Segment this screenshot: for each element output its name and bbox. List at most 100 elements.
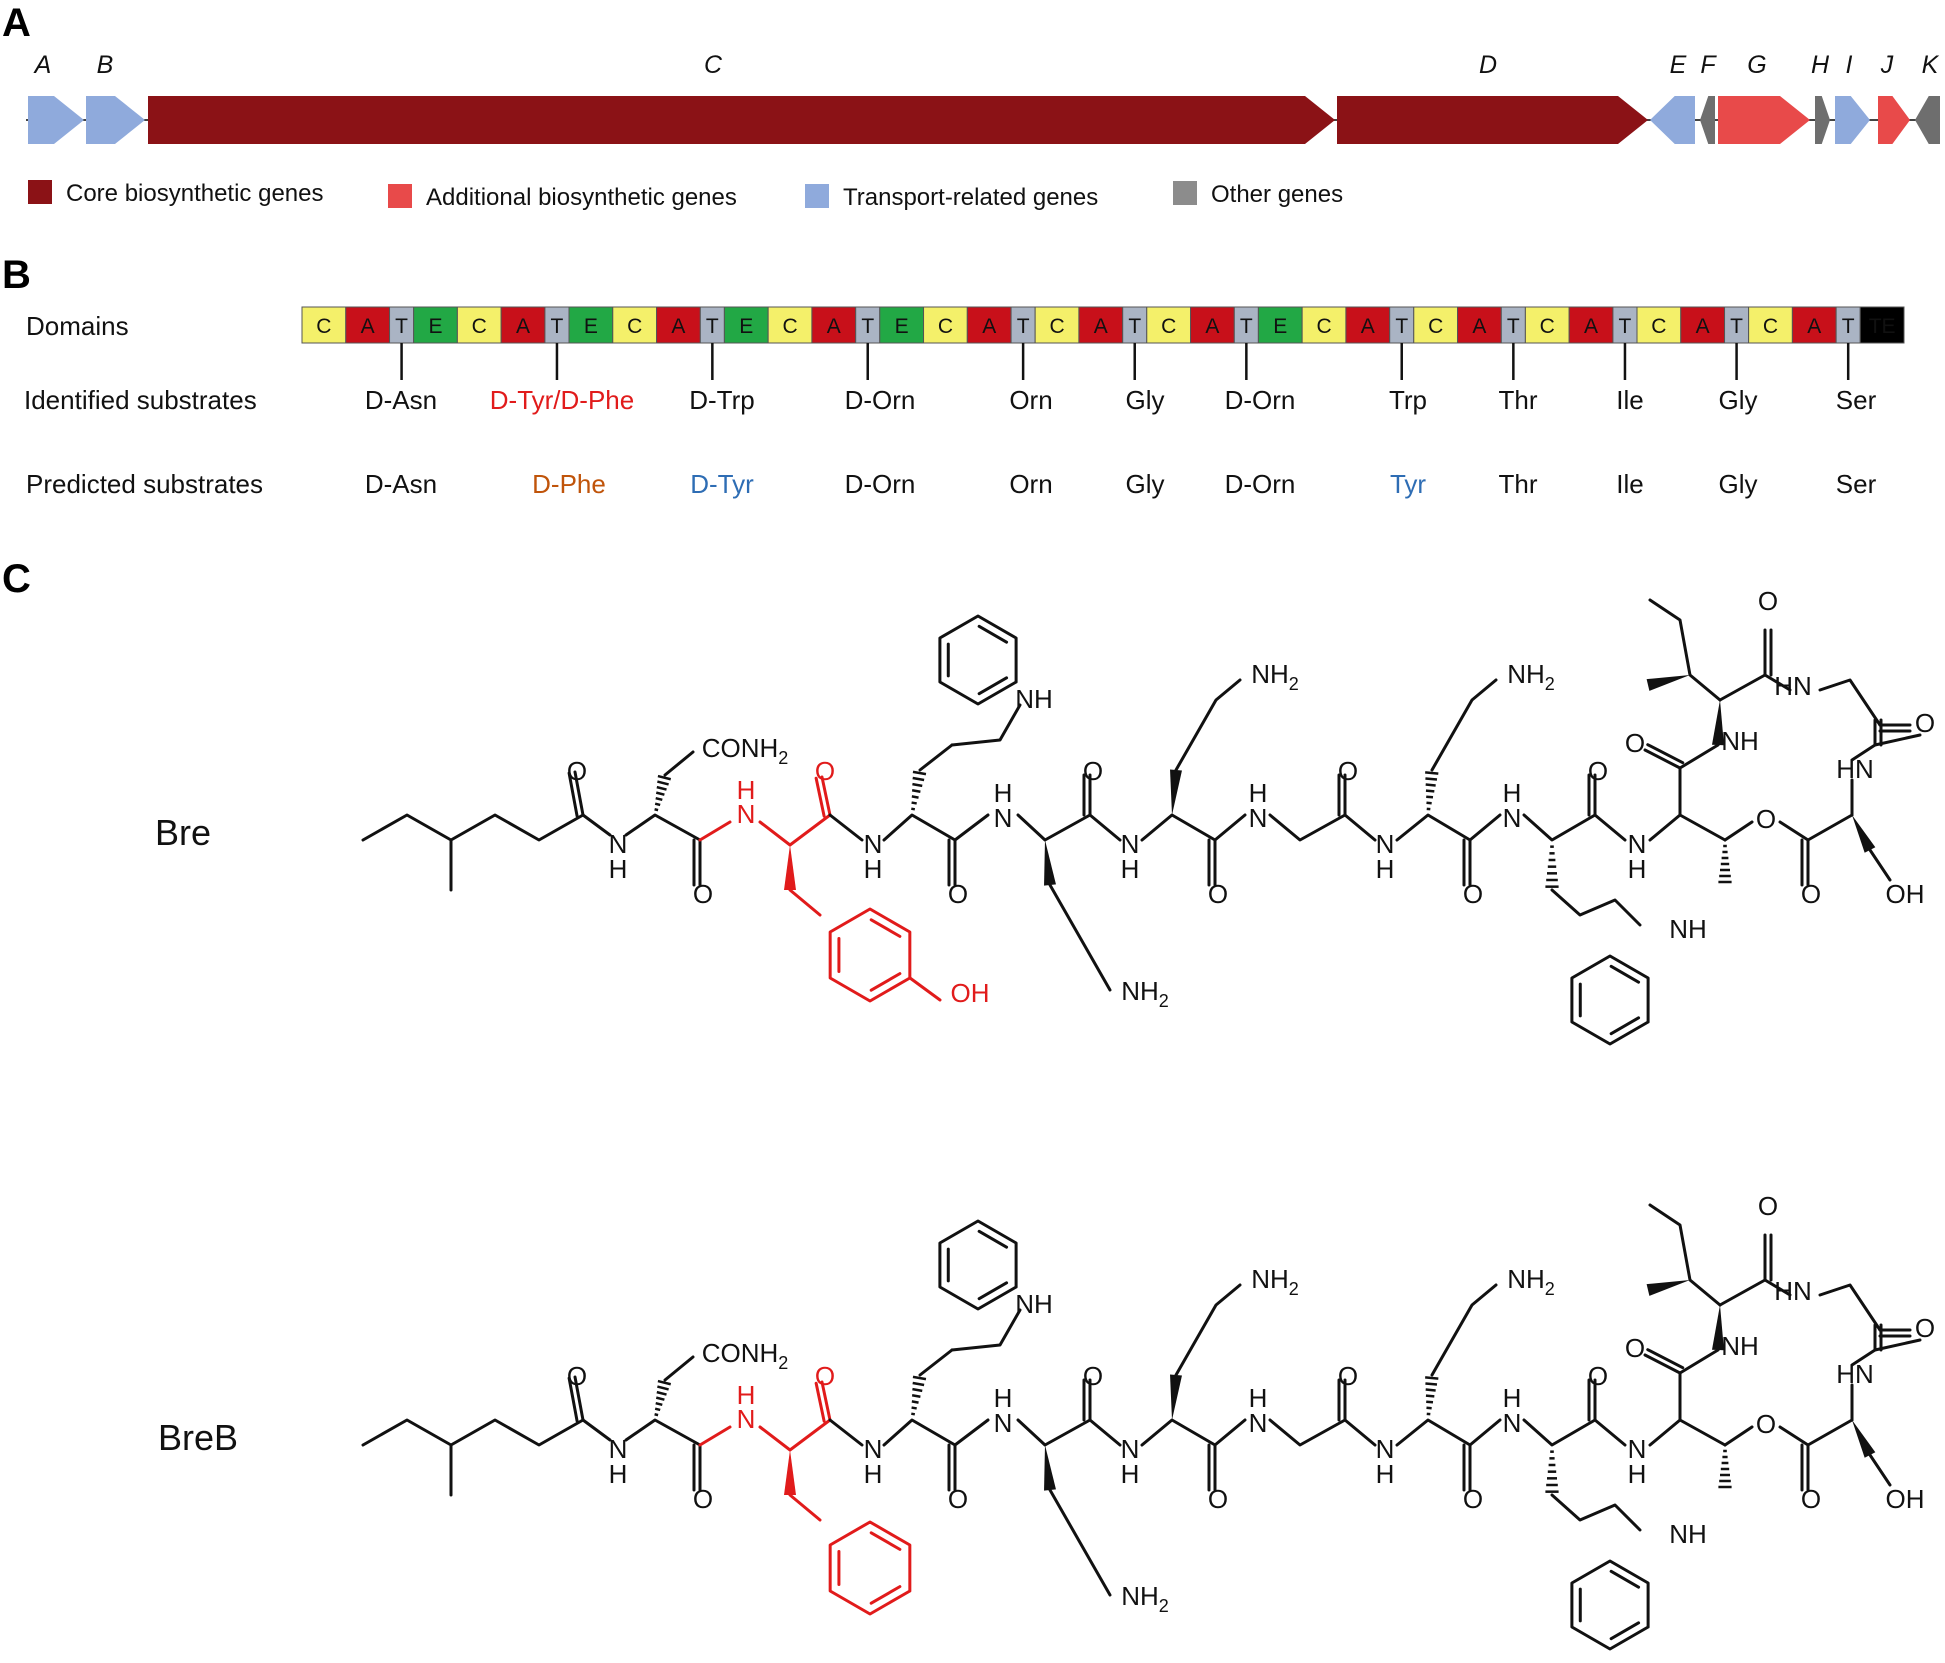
atom-label-146: O bbox=[1625, 1333, 1645, 1363]
domain-t-14 bbox=[855, 306, 881, 344]
atom-label-20: O bbox=[693, 879, 713, 909]
atom-label-161: O bbox=[1915, 1313, 1935, 1343]
legend-label-1: Additional biosynthetic genes bbox=[426, 184, 737, 211]
legend-swatch-1 bbox=[388, 184, 412, 208]
domain-t-10 bbox=[699, 306, 725, 344]
wedge-bond-28 bbox=[784, 845, 796, 890]
atom-label-85: N bbox=[1376, 829, 1395, 859]
bond-16 bbox=[663, 750, 695, 777]
bond-121 bbox=[1648, 1418, 1727, 1447]
bond-80 bbox=[1268, 813, 1347, 842]
domain-letter-37: T bbox=[1730, 315, 1743, 338]
atom-label-58: H bbox=[994, 778, 1013, 808]
hash-bond-88 bbox=[1426, 1400, 1434, 1404]
atom-label-59: N bbox=[994, 803, 1013, 833]
gene-label-e: E bbox=[1670, 51, 1687, 79]
identified-substrate-5: Gly bbox=[1126, 385, 1165, 415]
bond-2 bbox=[573, 770, 585, 817]
domain-letter-15: E bbox=[895, 315, 909, 338]
wedge-bond-59 bbox=[1044, 1445, 1056, 1491]
atom-label-64: O bbox=[1083, 1361, 1103, 1391]
bond-67 bbox=[1088, 813, 1122, 842]
hash-bond-9 bbox=[654, 808, 659, 812]
atom-label-163: O bbox=[1915, 708, 1935, 738]
bond-147 bbox=[1678, 1348, 1720, 1375]
domain-c-22 bbox=[1146, 306, 1192, 344]
bond-25 bbox=[820, 775, 832, 817]
legend-label-0: Core biosynthetic genes bbox=[66, 180, 323, 207]
atom-label-61: NH2 bbox=[1121, 1581, 1169, 1616]
domain-letter-34: T bbox=[1619, 315, 1632, 338]
domain-t-18 bbox=[1010, 306, 1036, 344]
bond-75 bbox=[1213, 1418, 1247, 1447]
predicted-substrate-10: Gly bbox=[1719, 469, 1758, 499]
atom-label-81: O bbox=[1338, 1361, 1358, 1391]
bond-25 bbox=[820, 1380, 832, 1422]
domain-a-39 bbox=[1791, 306, 1837, 344]
predicted-substrate-9: Ile bbox=[1616, 469, 1643, 499]
row-label-domains: Domains bbox=[26, 311, 129, 341]
identified-substrate-10: Gly bbox=[1719, 385, 1758, 415]
hash-bond-39 bbox=[911, 1406, 917, 1410]
atom-label-86: H bbox=[1376, 854, 1395, 884]
bond-30 bbox=[828, 907, 912, 1003]
bond-49 bbox=[977, 1229, 1009, 1249]
domain-letter-26: C bbox=[1316, 315, 1331, 338]
atom-label-77: N bbox=[1249, 1408, 1268, 1438]
bond-78 bbox=[1268, 1418, 1347, 1447]
atom-label-149: NH bbox=[1721, 1331, 1759, 1361]
structures-panel: Bre BreB ONHCONH2ONHOOHNHNHOHNNH2ONHNH2O… bbox=[155, 586, 1935, 1651]
structure-bre: ONHCONH2ONHOOHNHNHOHNNH2ONHNH2OHNONHNH2O… bbox=[361, 586, 1935, 1046]
atom-label-22: N bbox=[737, 1404, 756, 1434]
atom-label-102: N bbox=[1503, 803, 1522, 833]
bond-37 bbox=[882, 1418, 957, 1447]
identified-substrate-9: Ile bbox=[1616, 385, 1643, 415]
atom-label-119: O bbox=[1588, 756, 1608, 786]
bond-21 bbox=[698, 820, 732, 842]
atom-label-38: H bbox=[864, 854, 883, 884]
hash-bond-42 bbox=[911, 795, 919, 799]
atom-label-157: O bbox=[1758, 586, 1778, 616]
atom-label-53: NH bbox=[1015, 684, 1053, 714]
hash-bond-15 bbox=[657, 774, 672, 781]
atom-label-151: NH bbox=[1721, 726, 1759, 756]
hash-bond-89 bbox=[1425, 1394, 1435, 1398]
bond-3 bbox=[567, 1376, 579, 1423]
domain-c-32 bbox=[1524, 306, 1570, 344]
bond-98 bbox=[1468, 1418, 1502, 1447]
wedge-bond-151 bbox=[1646, 1280, 1690, 1296]
atom-label-54: O bbox=[948, 1484, 968, 1514]
bond-52 bbox=[950, 703, 1022, 747]
bond-84 bbox=[1343, 813, 1377, 842]
bond-24 bbox=[758, 1418, 832, 1452]
wedge-bond-148 bbox=[1712, 1305, 1724, 1351]
hash-bond-40 bbox=[911, 807, 916, 811]
gene-label-f: F bbox=[1700, 51, 1717, 79]
domain-c-26 bbox=[1301, 306, 1347, 344]
identified-substrate-8: Thr bbox=[1499, 385, 1538, 415]
bond-149 bbox=[1678, 743, 1720, 770]
domain-letter-10: T bbox=[706, 315, 719, 338]
bond-111 bbox=[1550, 888, 1642, 927]
atom-label-159: HN bbox=[1774, 671, 1812, 701]
hash-bond-11 bbox=[655, 1401, 663, 1407]
wedge-bond-135 bbox=[1852, 1420, 1876, 1458]
domain-letter-11: E bbox=[739, 315, 753, 338]
predicted-substrate-5: Gly bbox=[1126, 469, 1165, 499]
bond-129 bbox=[1723, 1425, 1754, 1447]
atom-label-4: O bbox=[567, 756, 587, 786]
bond-26 bbox=[814, 776, 826, 818]
atom-label-99: O bbox=[1463, 879, 1483, 909]
atom-label-6: N bbox=[609, 1434, 628, 1464]
identified-substrate-3: D-Orn bbox=[845, 385, 916, 415]
bond-5 bbox=[581, 813, 612, 837]
gene-arrow-b bbox=[86, 96, 145, 144]
bond-29 bbox=[788, 888, 822, 917]
bond-34 bbox=[908, 976, 942, 1002]
domain-a-13 bbox=[811, 306, 857, 344]
bond-60 bbox=[1016, 813, 1092, 842]
bond-101 bbox=[1522, 1418, 1597, 1447]
domain-letter-38: C bbox=[1763, 315, 1778, 338]
domain-c-16 bbox=[923, 306, 968, 344]
